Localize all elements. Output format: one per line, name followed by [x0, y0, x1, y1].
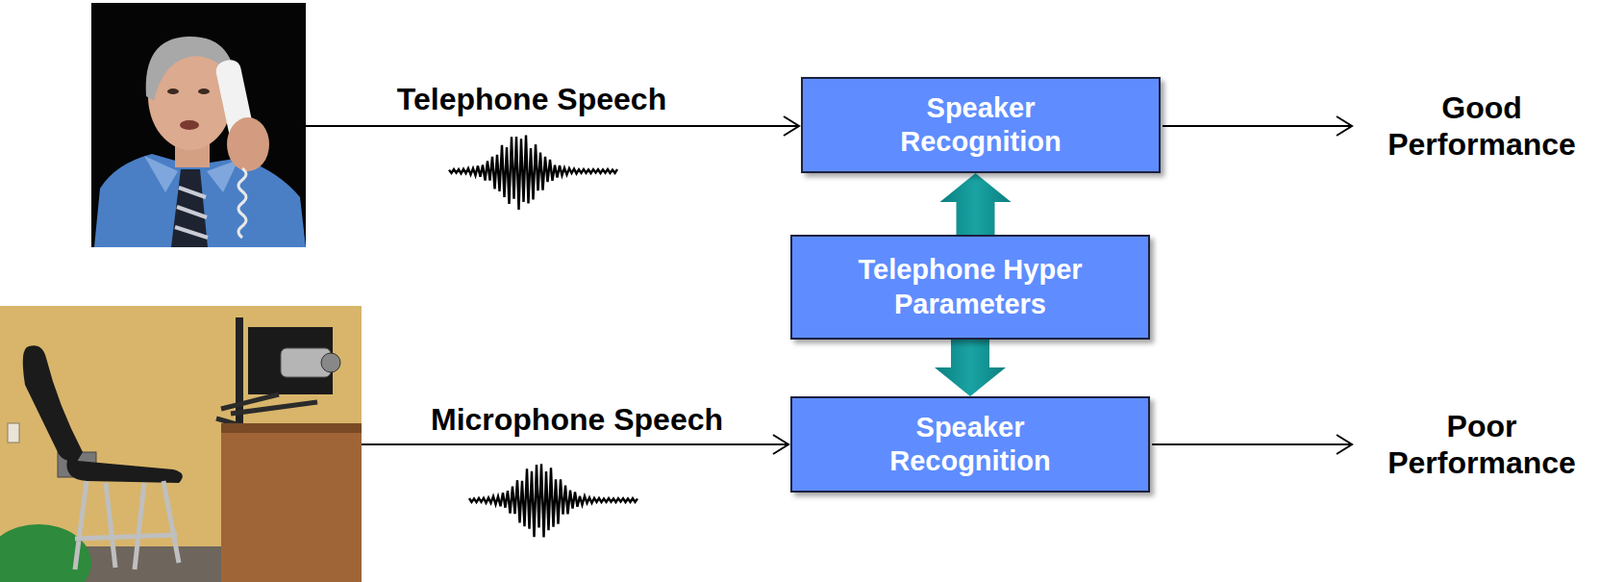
chair-legs [75, 480, 179, 570]
microphone-array [216, 394, 318, 428]
waveform [449, 135, 618, 210]
process-box: Speaker Recognition [800, 76, 1161, 174]
microphone-room-photo [0, 305, 362, 582]
shirt [94, 153, 306, 248]
tie [171, 169, 208, 248]
arrowhead [783, 116, 800, 136]
arrow-shape [934, 339, 1006, 397]
process-box: Telephone Hyper Parameters [790, 234, 1150, 340]
result-label: Good Performance [1371, 89, 1593, 164]
mouth [179, 120, 200, 130]
signal-line [1151, 443, 1352, 446]
waveform [469, 463, 638, 537]
arrowhead [1336, 434, 1352, 454]
signal-line [1162, 125, 1352, 127]
signal-line [305, 125, 800, 127]
arrowhead [773, 434, 789, 454]
monitor [248, 326, 333, 395]
desk-top [221, 423, 362, 433]
chair-seat [66, 459, 182, 483]
hand [226, 117, 270, 172]
stand [235, 317, 244, 433]
signal-line [361, 443, 789, 446]
chair-back [23, 345, 83, 462]
camera-lens [321, 352, 341, 373]
box-label: Telephone Hyper Parameters [825, 252, 1115, 322]
desk [221, 423, 362, 582]
box-label: Speaker Recognition [870, 91, 1092, 160]
photo-background [91, 2, 306, 248]
tie-stripes [175, 187, 208, 238]
box-label: Speaker Recognition [859, 410, 1081, 479]
signal-label: Telephone Speech [358, 80, 705, 118]
phone-user-photo [91, 2, 306, 248]
process-box: Speaker Recognition [790, 396, 1150, 493]
eye [167, 88, 179, 95]
result-label: Poor Performance [1371, 407, 1593, 482]
signal-label: Microphone Speech [403, 400, 750, 438]
block-arrow [940, 173, 1012, 235]
wall-outlet [7, 423, 20, 443]
arrow-shape [940, 173, 1012, 235]
arrowhead [1336, 116, 1352, 136]
eye [198, 88, 210, 95]
phone-cord [238, 168, 247, 238]
block-arrow [934, 339, 1006, 397]
